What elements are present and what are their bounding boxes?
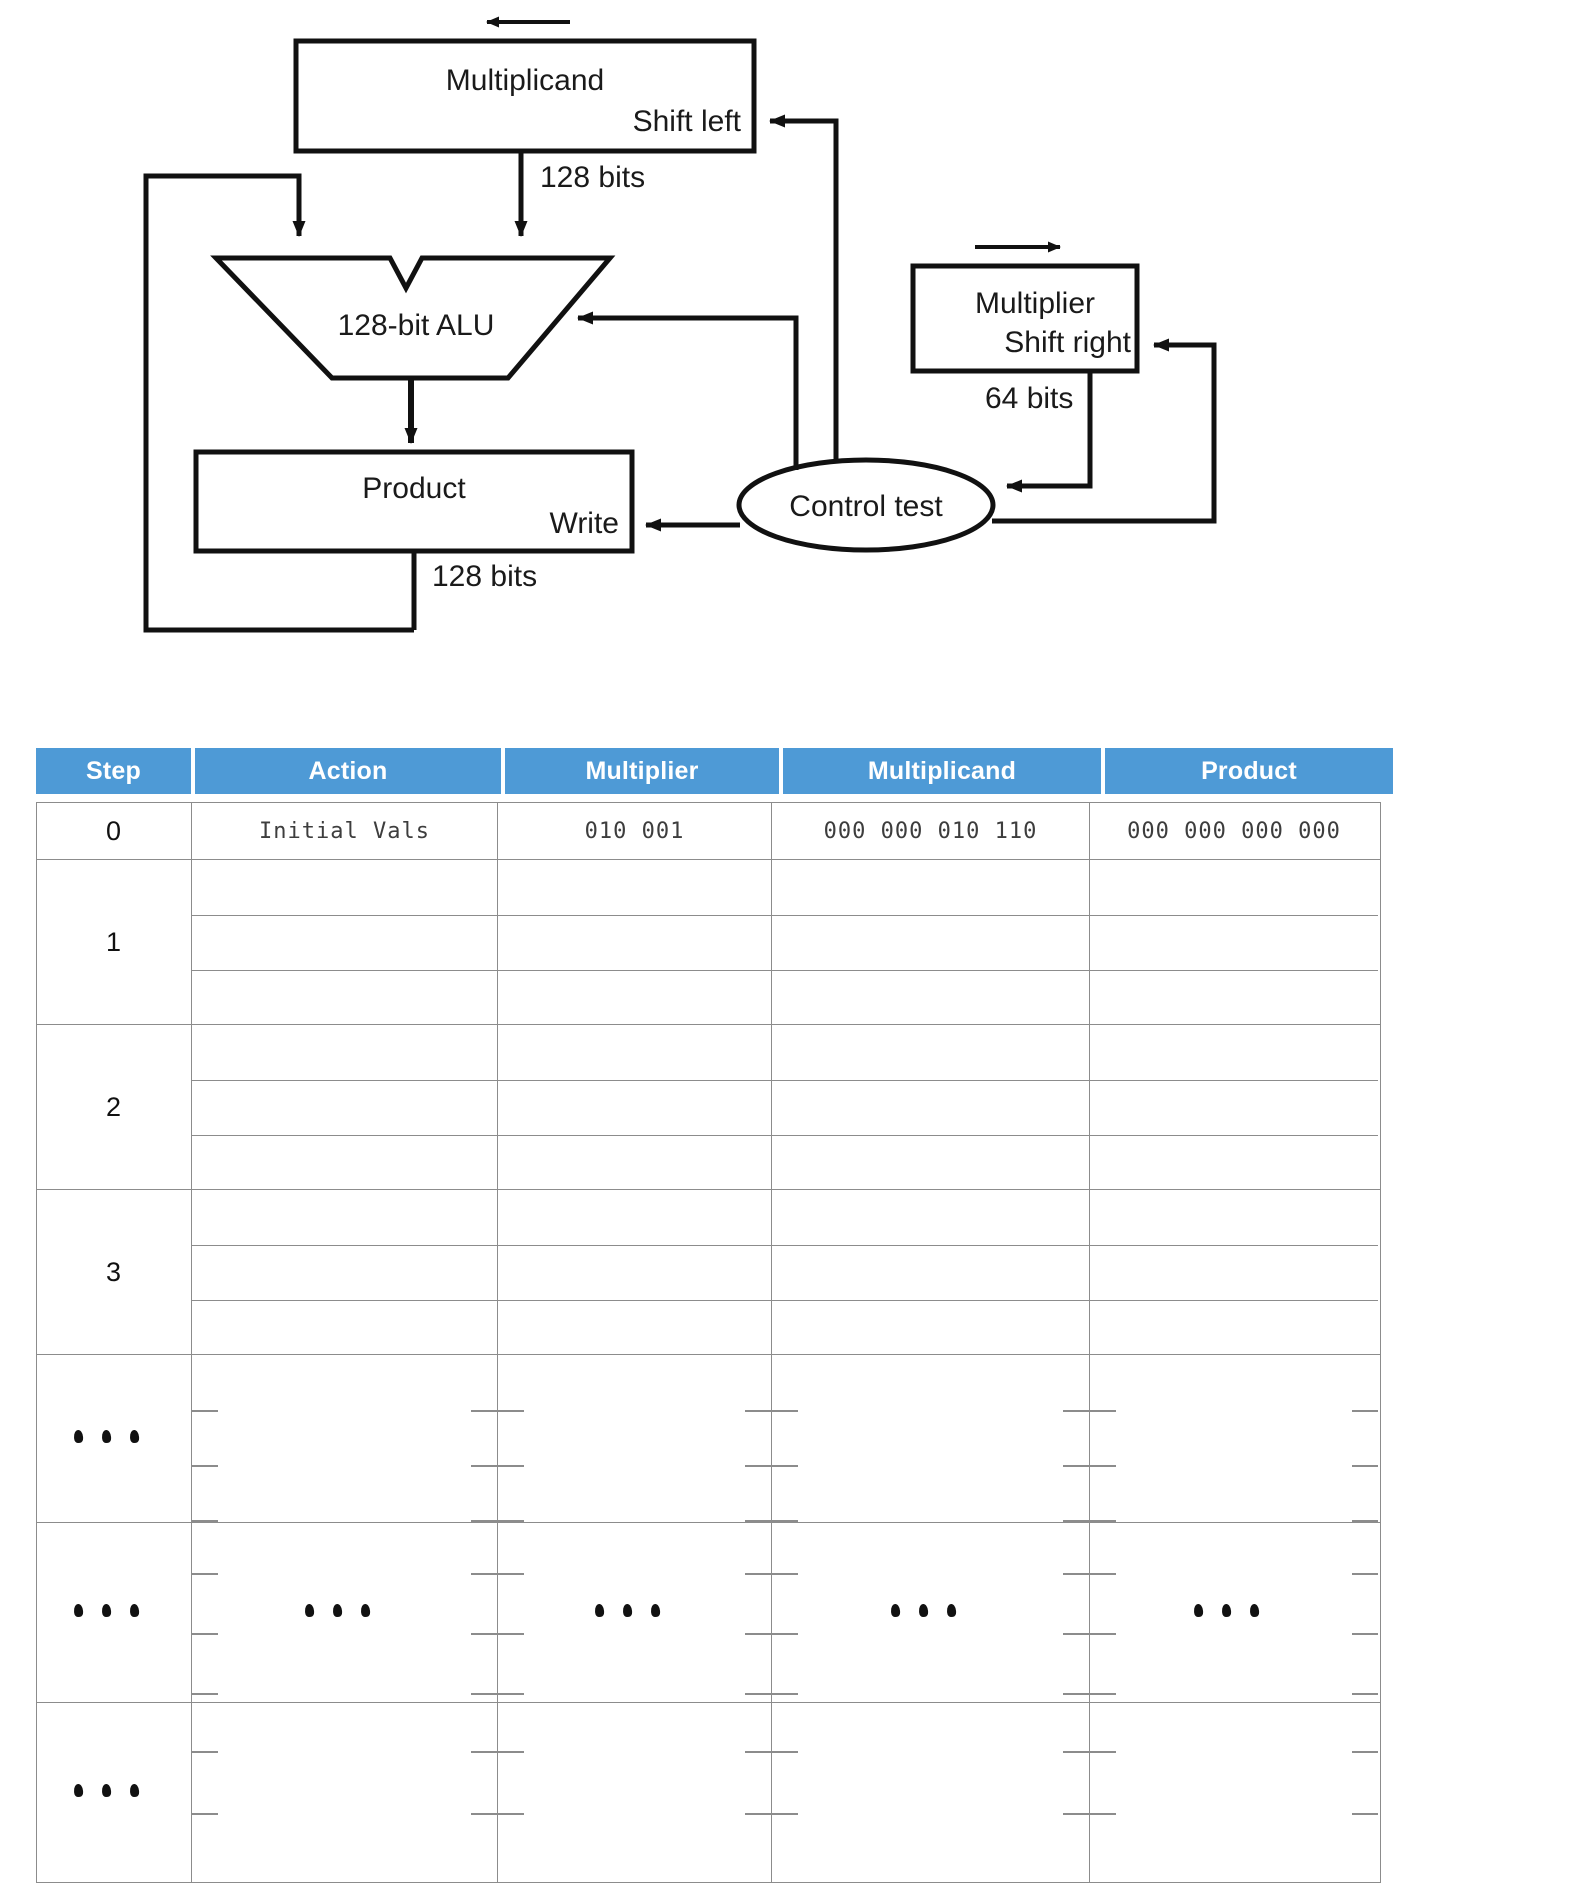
cell-action-ellipsis	[192, 1523, 498, 1702]
product-sublabel: Write	[550, 507, 619, 540]
product-bus: 128 bits	[411, 551, 537, 630]
control-test-label: Control test	[789, 490, 943, 523]
sub-row-divider-group	[772, 1025, 1089, 1189]
alu-block: 128-bit ALU	[210, 255, 616, 381]
cell-product	[1090, 860, 1378, 1024]
sub-row-divider-group	[1090, 1025, 1378, 1189]
cell-product: 000 000 000 000	[1127, 818, 1341, 844]
ellipsis-icon	[1193, 1603, 1274, 1622]
ellipsis-icon	[890, 1603, 971, 1622]
multiplier-bus-label: 64 bits	[985, 382, 1073, 415]
control-test-block: Control test	[736, 457, 996, 553]
cell-action	[192, 1190, 498, 1354]
column-header-action: Action	[195, 748, 501, 794]
column-header-multiplier: Multiplier	[505, 748, 779, 794]
multiplicand-bus-label: 128 bits	[540, 161, 645, 194]
cell-multiplier	[498, 1025, 772, 1189]
cell-multiplier-ellipsis	[498, 1703, 772, 1882]
cell-product	[1090, 1025, 1378, 1189]
control-to-alu-wire	[577, 311, 799, 470]
cell-step-ellipsis	[37, 1523, 192, 1702]
cell-multiplicand	[772, 1025, 1090, 1189]
table-row: 1	[37, 859, 1380, 1024]
sub-row-divider-group	[192, 1025, 497, 1189]
table-body: 0 Initial Vals 010 001 000 000 010 110 0…	[36, 802, 1381, 1883]
multiplier-sublabel: Shift right	[1004, 326, 1131, 359]
cell-multiplier: 010 001	[498, 803, 772, 859]
cell-product-ellipsis	[1090, 1523, 1378, 1702]
alu-label: 128-bit ALU	[338, 309, 495, 342]
cell-step: 2	[37, 1025, 192, 1189]
multiplicand-bus: 128 bits	[514, 151, 645, 237]
multiplier-label: Multiplier	[975, 287, 1095, 320]
cell-action-ellipsis	[192, 1703, 498, 1882]
cell-product-ellipsis	[1090, 1703, 1378, 1882]
ellipsis-icon	[304, 1603, 385, 1622]
table-row-ellipsis	[37, 1354, 1380, 1522]
cell-action	[192, 860, 498, 1024]
cell-step-ellipsis	[37, 1355, 192, 1522]
cell-multiplicand-ellipsis	[772, 1355, 1090, 1522]
cell-multiplicand	[772, 1190, 1090, 1354]
table-row-ellipsis	[37, 1702, 1380, 1882]
cell-multiplier-ellipsis	[498, 1523, 772, 1702]
cell-multiplier	[498, 860, 772, 1024]
cell-product-ellipsis	[1090, 1355, 1378, 1522]
product-block: Product Write	[193, 449, 635, 554]
trace-table: Step Action Multiplier Multiplicand Prod…	[36, 748, 1393, 1883]
cell-step: 3	[37, 1190, 192, 1354]
product-feedback-wire	[143, 173, 414, 633]
sub-row-divider-group	[1090, 860, 1378, 1024]
cell-multiplicand-ellipsis	[772, 1523, 1090, 1702]
table-row: 2	[37, 1024, 1380, 1189]
cell-multiplicand-ellipsis	[772, 1703, 1090, 1882]
sub-row-divider-group	[772, 860, 1089, 1024]
cell-step: 1	[37, 860, 192, 1024]
cell-action	[192, 1025, 498, 1189]
cell-product	[1090, 1190, 1378, 1354]
multiplier-block: Multiplier Shift right	[910, 263, 1140, 374]
cell-action-ellipsis	[192, 1355, 498, 1522]
cell-multiplicand	[772, 860, 1090, 1024]
cell-multiplier	[498, 1190, 772, 1354]
control-to-multiplier-wire	[992, 338, 1217, 524]
cell-multiplicand: 000 000 010 110	[772, 803, 1090, 859]
ellipsis-icon	[594, 1603, 675, 1622]
table-row: 0 Initial Vals 010 001 000 000 010 110 0…	[37, 803, 1380, 859]
sub-row-divider-group	[498, 1025, 771, 1189]
column-header-multiplicand: Multiplicand	[783, 748, 1101, 794]
ellipsis-icon	[73, 1429, 154, 1448]
sub-row-divider-group	[498, 860, 771, 1024]
cell-step-ellipsis	[37, 1703, 192, 1882]
multiplicand-sublabel: Shift left	[633, 105, 742, 138]
ellipsis-icon	[73, 1603, 154, 1622]
sub-row-divider-group	[1090, 1190, 1378, 1354]
column-header-step: Step	[36, 748, 191, 794]
ellipsis-icon	[73, 1783, 154, 1802]
sub-row-divider-group	[192, 1190, 497, 1354]
sub-row-divider-group	[772, 1190, 1089, 1354]
table-header-row: Step Action Multiplier Multiplicand Prod…	[36, 748, 1393, 794]
multiplicand-label: Multiplicand	[446, 64, 604, 97]
cell-action: Initial Vals	[192, 803, 498, 859]
cell-step: 0	[37, 803, 192, 859]
column-header-product: Product	[1105, 748, 1393, 794]
sub-row-divider-group	[192, 860, 497, 1024]
cell-multiplier-ellipsis	[498, 1355, 772, 1522]
sub-row-divider-group	[498, 1190, 771, 1354]
multiplier-bus: 64 bits	[985, 371, 1093, 493]
table-row-ellipsis	[37, 1522, 1380, 1702]
control-to-multiplicand-wire	[769, 114, 839, 462]
table-row: 3	[37, 1189, 1380, 1354]
product-label: Product	[362, 472, 466, 505]
multiplication-hardware-diagram: Multiplicand Shift left 128 bits 128-bit…	[143, 16, 1217, 633]
multiplicand-block: Multiplicand Shift left	[293, 38, 757, 154]
product-bus-label: 128 bits	[432, 560, 537, 593]
